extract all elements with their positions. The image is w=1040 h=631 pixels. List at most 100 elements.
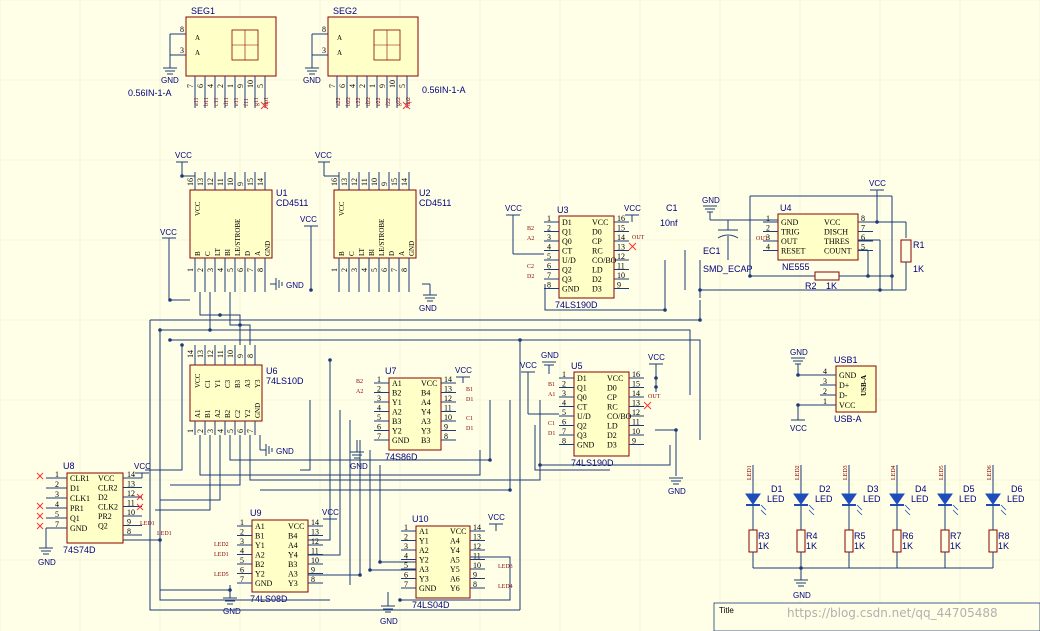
svg-text:C1: C1 [204,379,212,388]
u10-pins-rlabel: Y4 [450,546,460,555]
seg2[interactable]: SEG2 0.56IN-1-A A A 8 3 GND 7a226b224c22… [303,6,466,110]
u10-pins-rlabel: Y5 [450,565,460,574]
usb1-ref: USB1 [834,355,858,365]
svg-text:B1: B1 [204,409,212,418]
svg-text:LED3: LED3 [843,465,849,480]
svg-text:GND: GND [790,348,808,357]
u7-pins-rpin-8: 8 [444,432,448,441]
svg-text:A: A [254,251,262,256]
u5-pins-lpin-5: 5 [562,408,566,417]
r1-value: 1K [913,264,924,274]
u10-pins-lpin-3: 3 [404,542,408,551]
seg2-pins-pin-7: 7 [328,84,337,88]
net-out-u4: OUT [756,236,769,242]
u9-pins-rlabel: Y3 [288,579,298,588]
u1-vcc-label: VCC [175,151,192,160]
svg-text:13: 13 [127,480,135,489]
u5-pins-rpin-14: 14 [632,389,640,398]
svg-text:R8: R8 [998,531,1010,541]
svg-text:8: 8 [246,354,255,358]
u7-pins-rlabel: A3 [421,417,431,426]
svg-text:D2: D2 [819,484,831,494]
u10-pins-llabel: A3 [419,565,429,574]
seg1-value: 0.56IN-1-A [128,88,172,98]
seg1[interactable]: SEG1 0.56IN-1-A A A 8 3 GND 7a116b114c11… [128,6,277,110]
u7-pins-llabel: A1 [392,379,402,388]
u7-pins-rpin-13: 13 [444,385,452,394]
ec1-capacitor[interactable]: GND EC1 SMD_ECAP [702,196,778,274]
seg1-pins-net: f11 [243,98,250,106]
u8-value: 74S74D [63,545,96,555]
u3-pins-rlabel: D2 [592,275,602,284]
svg-text:3: 3 [55,490,59,499]
svg-text:A1: A1 [194,409,202,418]
u7-pins-rlabel: Y4 [421,408,431,417]
c1-capacitor[interactable]: C1 10nf [660,203,678,228]
r2-resistor[interactable]: R2 1K [805,271,840,291]
u3-pins-rpin-15: 15 [617,224,625,233]
seg1-pins-net: a11 [194,98,200,106]
svg-text:C3: C3 [224,379,232,388]
u1-pins-pin-14: 14 [256,178,265,186]
u10-ref: U10 [412,514,429,524]
svg-text:8: 8 [127,527,131,536]
u2-pins-pin-11: 11 [360,178,369,186]
c1-ref: C1 [666,203,678,213]
u10-pins-llabel: Y2 [419,556,429,565]
u3-pins-lpin-1: 1 [547,214,551,223]
u3-pins-llabel: Q1 [562,228,572,237]
svg-text:7: 7 [55,520,59,529]
r2-ref: R2 [805,281,817,291]
u7-ref: U7 [385,366,397,376]
u5-pins-rpin-15: 15 [632,380,640,389]
u5-pins-llabel: GND [577,441,595,450]
u10-pins-rlabel: VCC [450,527,466,536]
gnd-u2: GND [419,283,437,313]
svg-text:GND: GND [793,591,811,600]
u2-pins-pin-2: 2 [340,268,349,272]
svg-text:1: 1 [55,470,59,479]
svg-text:4: 4 [216,429,225,433]
seg2-pins-net: g22 [396,97,402,106]
u9-pins-rpin-11: 11 [311,547,319,556]
u9-pins-lpin-1: 1 [240,518,244,527]
svg-text:GND: GND [419,304,437,313]
vcc-label-2: VCC [300,215,317,224]
svg-text:14: 14 [186,350,195,358]
net-led4-u10: LED4 [498,584,513,590]
seg1-pins-net: e11 [234,98,240,106]
u10-pins-rpin-8: 8 [473,580,477,589]
u9-pins-lpin-2: 2 [240,528,244,537]
u10-pins-rpin-10: 10 [473,561,481,570]
svg-text:10: 10 [226,350,235,358]
seg1-pins-net: b11 [204,97,210,106]
u7-pins-lpin-7: 7 [377,432,381,441]
u3-pins-llabel: Q0 [562,237,572,246]
seg1-pin-8: 8 [180,25,184,34]
svg-text:LED: LED [863,494,881,504]
u4-pins-lpin-3: 3 [766,233,770,242]
r1-resistor[interactable]: R1 1K [900,239,925,290]
seg1-pins-pin-1: 1 [226,84,235,88]
net-c1-u5: C1 [548,421,555,427]
seg1-pins-pin-5: 5 [256,84,265,88]
svg-text:A2: A2 [214,409,222,418]
